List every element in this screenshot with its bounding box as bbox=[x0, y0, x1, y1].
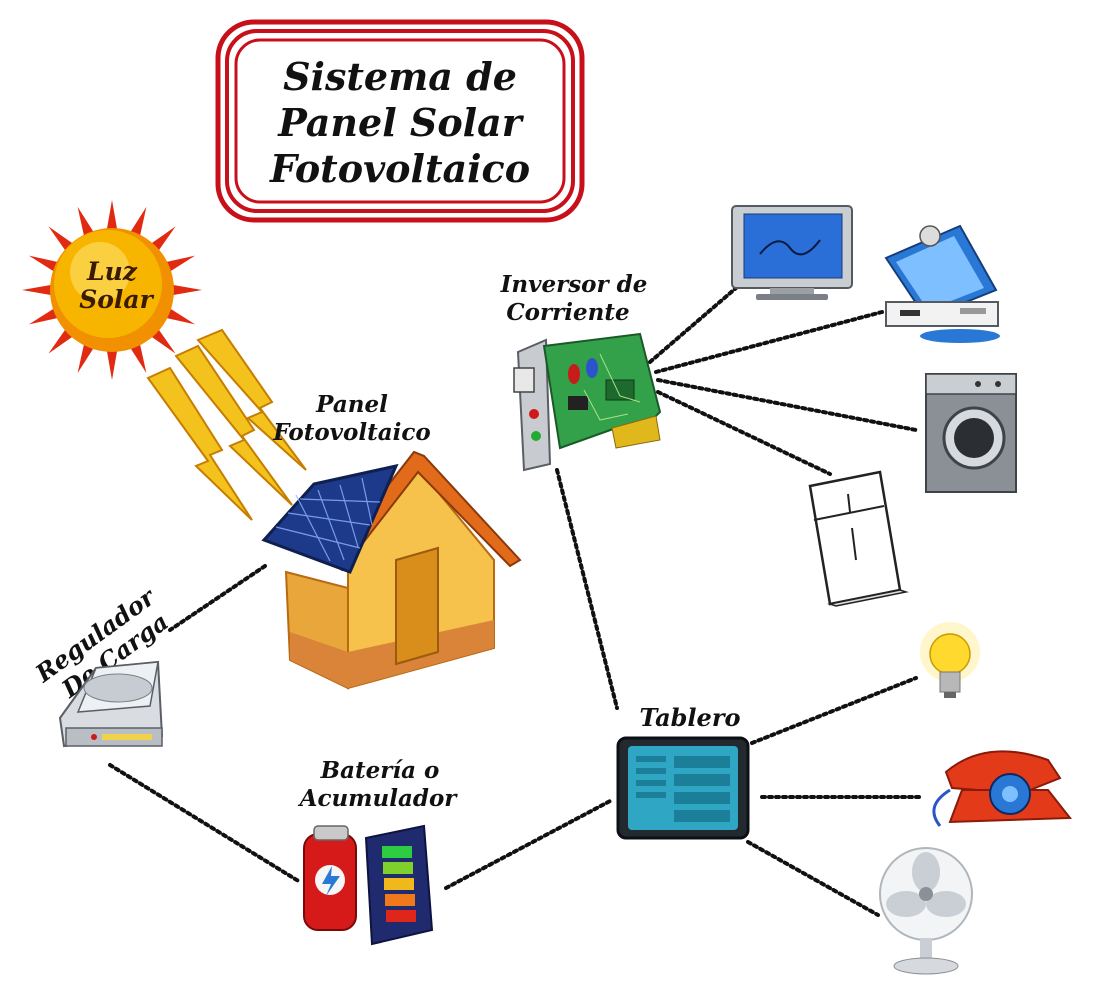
refrigerator-icon bbox=[808, 470, 909, 607]
panel-label-line-2: Fotovoltaico bbox=[272, 419, 430, 446]
title-line-1: Sistema de bbox=[283, 54, 517, 99]
computer-icon bbox=[884, 224, 1000, 343]
title-line-3: Fotovoltaico bbox=[269, 146, 530, 191]
washing-machine-icon bbox=[925, 373, 1017, 493]
connector-inverter-computer bbox=[654, 310, 884, 374]
title-line-2: Panel Solar bbox=[277, 100, 524, 145]
battery-label-line-1: Batería o bbox=[320, 757, 440, 784]
connector-battery-board bbox=[444, 798, 614, 890]
connector-inverter-washer bbox=[656, 378, 918, 432]
connector-panel-regulator bbox=[168, 564, 267, 632]
battery-label-line-2: Acumulador bbox=[298, 785, 459, 812]
fan-icon bbox=[879, 847, 973, 975]
inverter-circuit-board-icon bbox=[513, 332, 662, 472]
connector-board-fan bbox=[746, 840, 880, 917]
lightning-bolts-icon bbox=[146, 328, 307, 521]
board-label: Tablero bbox=[640, 703, 741, 732]
house-with-solar-panel-icon bbox=[261, 450, 522, 690]
connector-regulator-battery bbox=[108, 763, 302, 884]
telephone-icon bbox=[932, 750, 1073, 827]
sun-ray bbox=[106, 345, 118, 380]
connector-inverter-fridge bbox=[656, 390, 832, 476]
light-bulb-icon bbox=[920, 622, 980, 698]
distribution-board-icon bbox=[616, 736, 750, 840]
charge-regulator-icon bbox=[58, 660, 164, 748]
battery-icon bbox=[303, 824, 434, 946]
connector-board-bulb bbox=[750, 676, 918, 745]
inverter-label-line-1: Inversor de bbox=[500, 271, 648, 298]
television-icon bbox=[731, 205, 853, 300]
connector-inverter-tv bbox=[648, 286, 738, 364]
connectors bbox=[108, 286, 922, 917]
sun-ray bbox=[167, 284, 202, 296]
sun-ray bbox=[22, 284, 57, 296]
panel-label-line-1: Panel bbox=[315, 391, 388, 418]
sun-label-line-2: Solar bbox=[79, 285, 154, 314]
inverter-label-line-2: Corriente bbox=[506, 299, 629, 326]
sun-icon: Luz Solar bbox=[22, 200, 202, 380]
title-box: Sistema de Panel Solar Fotovoltaico bbox=[215, 19, 585, 223]
connector-inverter-board bbox=[555, 468, 619, 710]
sun-label-line-1: Luz bbox=[86, 257, 138, 286]
sun-ray bbox=[106, 200, 118, 235]
